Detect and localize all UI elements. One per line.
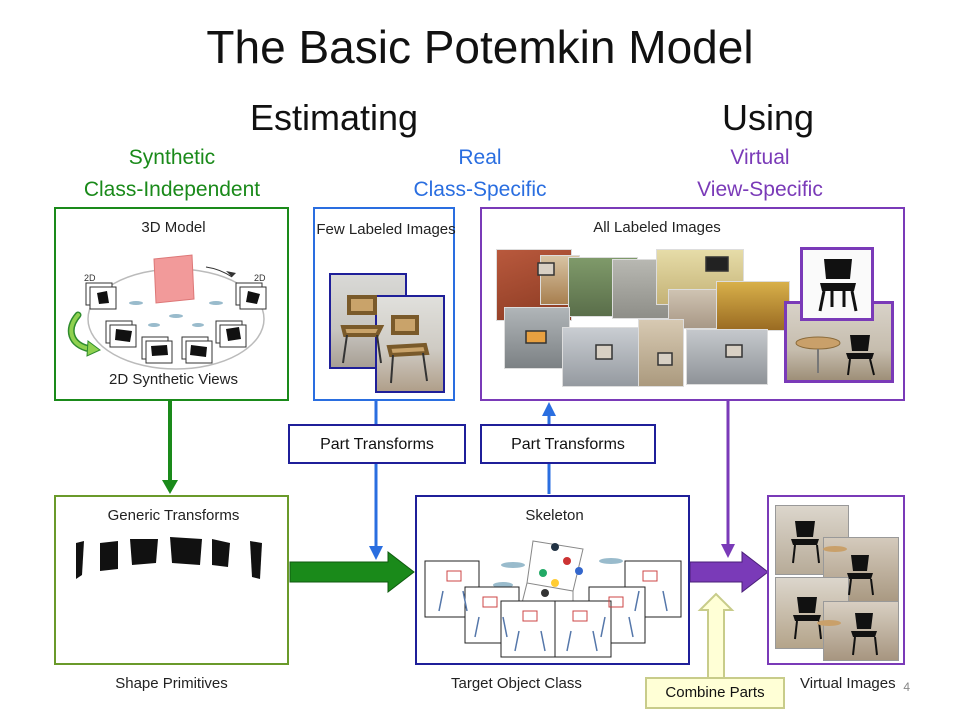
box-generic-transforms: Generic Transforms bbox=[54, 495, 289, 665]
model-plane bbox=[153, 254, 195, 304]
box-virtual-images bbox=[767, 495, 905, 665]
arrow-few-to-skeleton-head bbox=[369, 546, 383, 560]
virtual-image-chairs bbox=[791, 521, 878, 656]
part-transforms-left: Part Transforms bbox=[288, 424, 466, 464]
block-arrow-skeleton-to-virtual bbox=[689, 550, 769, 594]
label-3d-model: 3D Model bbox=[141, 219, 206, 236]
view-shapes bbox=[97, 291, 260, 357]
heading-using: Using bbox=[722, 97, 815, 138]
rotation-arrow bbox=[205, 266, 233, 278]
shape-primitives-illustration bbox=[76, 537, 262, 579]
all-labeled-chairs bbox=[525, 256, 743, 366]
chair-2 bbox=[386, 315, 430, 358]
airplane-icons bbox=[129, 301, 223, 327]
category-real: Real Class-Specific bbox=[385, 142, 575, 206]
label-shape-primitives: Shape Primitives bbox=[115, 675, 228, 692]
category-virtual: Virtual View-Specific bbox=[675, 142, 845, 206]
all-labeled-photo-11 bbox=[686, 329, 768, 385]
chair-2-legs bbox=[390, 352, 428, 384]
category-virtual-line1: Virtual bbox=[730, 146, 790, 169]
slide-title: The Basic Potemkin Model bbox=[206, 21, 754, 73]
box-few-labeled-images: Few Labeled Images bbox=[313, 207, 456, 401]
tag-2d-right: 2D bbox=[254, 273, 266, 283]
table-chair-scene bbox=[795, 335, 875, 376]
green-curved-arrow-icon bbox=[67, 311, 101, 357]
arrow-all-to-virtual-head bbox=[721, 544, 735, 558]
skeleton-view-sketches bbox=[446, 570, 658, 622]
part-transforms-right: Part Transforms bbox=[480, 424, 656, 464]
box-skeleton: Skeleton bbox=[415, 495, 690, 665]
box-all-labeled-images: All Labeled Images bbox=[480, 207, 905, 401]
label-all-labeled-images: All Labeled Images bbox=[593, 219, 721, 236]
category-real-line2: Class-Specific bbox=[413, 178, 547, 201]
label-2d-synthetic-views: 2D Synthetic Views bbox=[109, 371, 238, 388]
skeleton-views bbox=[424, 560, 682, 658]
category-virtual-line2: View-Specific bbox=[697, 178, 823, 201]
arrow-combine-parts bbox=[697, 592, 735, 681]
page-number: 4 bbox=[903, 680, 910, 694]
combine-parts-box: Combine Parts bbox=[645, 677, 785, 709]
category-synthetic-line2: Class-Independent bbox=[83, 178, 261, 201]
label-skeleton: Skeleton bbox=[525, 507, 584, 524]
category-synthetic: Synthetic Class-Independent bbox=[62, 142, 282, 206]
heading-estimating: Estimating bbox=[250, 97, 419, 138]
skeleton-view-legs bbox=[438, 590, 668, 652]
black-chair-icon bbox=[818, 259, 858, 312]
label-virtual-images: Virtual Images bbox=[800, 675, 896, 692]
skeleton-joints bbox=[539, 543, 583, 597]
block-arrow-generic-to-skeleton bbox=[289, 550, 415, 594]
chair-1-legs bbox=[342, 334, 382, 364]
rotation-arrow-head bbox=[226, 271, 236, 277]
synthetic-views-illustration bbox=[85, 254, 267, 370]
arrow-skeleton-to-all-head bbox=[542, 402, 556, 416]
category-synthetic-line1: Synthetic bbox=[128, 146, 216, 169]
arrow-3d-to-generic-head bbox=[162, 480, 178, 494]
skeleton-illustration bbox=[424, 540, 682, 658]
label-few-labeled-images: Few Labeled Images bbox=[316, 221, 456, 238]
box-3d-model: 3D Model 2D 2D bbox=[54, 207, 289, 401]
shape-primitives bbox=[76, 537, 262, 579]
chair-drawings bbox=[340, 295, 430, 384]
category-real-line1: Real bbox=[458, 146, 502, 169]
chair-1 bbox=[340, 295, 385, 337]
label-target-object-class: Target Object Class bbox=[451, 675, 582, 692]
tag-2d-left: 2D bbox=[84, 273, 96, 283]
label-generic-transforms: Generic Transforms bbox=[107, 507, 240, 524]
